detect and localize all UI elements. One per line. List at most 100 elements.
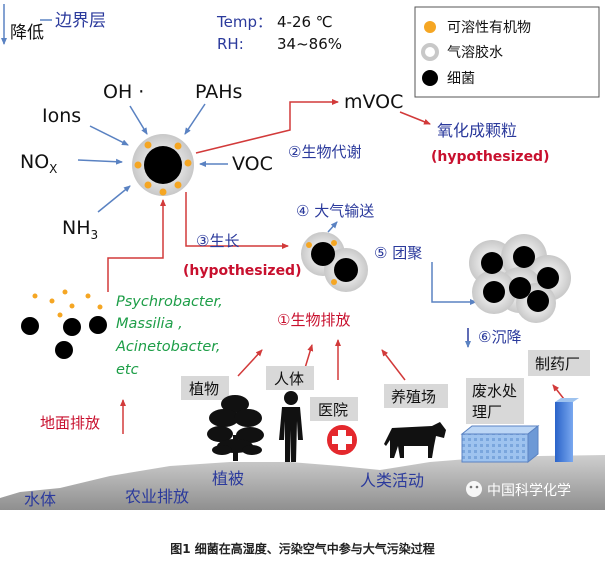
pahs-label: PAHs [195,81,242,103]
organic-dot [331,240,337,246]
organic-dot [57,312,63,318]
nh3-arrow [97,185,131,213]
nox-label: NOX [20,151,57,176]
temp-value: 4-26 ℃ [277,13,333,31]
oxidize-arrow [399,111,431,125]
hospital-label: 医院 [318,401,348,419]
mvoc-label: mVOC [344,91,403,113]
transport-label: ④ 大气输送 [296,202,374,220]
cow-icon [384,422,446,458]
bacterium-cell [483,281,505,303]
human-label: 人体 [274,370,304,388]
voc-label: VOC [232,153,273,175]
bacterium-cell [89,316,107,334]
nox-arrow [77,158,123,165]
human-activity-label: 人类活动 [360,471,424,490]
organic-dot [97,304,103,310]
bacterium-cell [527,290,549,312]
hospital-cross-icon [327,425,357,455]
pahs-arrow [184,103,206,135]
species-line: etc [116,362,139,378]
wastewater-label-2: 理厂 [472,403,502,421]
boundary-layer-label: 边界层 [55,11,106,31]
temp-label: Temp： [216,13,272,31]
legend-label-organics: 可溶性有机物 [447,20,531,36]
organic-dot [134,161,142,169]
person-icon [279,391,303,462]
legend: 可溶性有机物 气溶胶水 细菌 [414,6,600,98]
transport-arrow [327,221,338,233]
species-list: Psychrobacter, Massilia , Acinetobacter,… [115,294,223,378]
legend-swatch-bacteria [422,70,438,86]
ions-label: Ions [42,105,81,127]
particle-pair [301,232,368,292]
bacterium-cell [63,318,81,336]
legend-label-bacteria: 细菌 [447,71,475,87]
water-body-label: 水体 [24,490,56,509]
organic-dot [69,303,75,309]
species-line: Acinetobacter, [115,339,221,355]
pharma-box [528,350,590,376]
ground-surface [0,455,605,510]
legend-swatch-aerosol-water [421,43,439,61]
agriculture-label: 农业排放 [125,487,189,506]
aggregation-arrow [431,262,477,305]
farm-box [384,384,448,408]
organic-dot [174,181,182,189]
dispersed-bacteria [21,289,107,359]
vegetation-label: 植被 [212,469,244,488]
uplift-arrow [107,199,166,292]
organic-dot [144,181,152,189]
plants-label: 植物 [189,380,219,398]
bio-emission-label: ①生物排放 [277,311,350,329]
rh-value: 34~86% [277,35,342,53]
organic-dot [62,289,68,295]
organic-dot [49,298,55,304]
ions-arrow [89,125,129,146]
emission-arrow [304,344,314,369]
bacterium-cell [509,277,531,299]
emission-arrow [237,349,263,377]
nh3-label: NH3 [62,217,98,242]
organic-dot [174,142,182,150]
reduce-label: 降低 [10,23,44,43]
species-line: Massilia , [116,316,183,332]
organic-dot [144,141,152,149]
watermark-text: 中国科学化学 [487,483,571,499]
hospital-box [310,397,358,421]
wechat-icon [466,481,482,497]
rh-label: RH: [217,35,244,53]
emission-arrow [381,349,406,381]
organic-dot [85,293,91,299]
metabolism-label: ②生物代谢 [288,143,361,161]
hypothesized-label-1: (hypothesized) [431,149,549,165]
wastewater-label-1: 废水处 [472,382,517,400]
mvoc-arrow [195,99,339,154]
bacterium-cell [481,252,503,274]
legend-swatch-organics [424,21,436,33]
legend-label-aerosol-water: 气溶胶水 [447,44,503,61]
bacterium-cell [513,246,535,268]
watermark: 中国科学化学 [466,481,571,499]
bacterium-cell [334,258,358,282]
organic-dot [159,188,167,196]
bacterium-cell [311,242,335,266]
oh-arrow [129,105,148,135]
organic-dot [331,279,337,285]
plants-box [181,376,229,400]
particle-cluster [469,234,571,323]
factory-tower-icon [555,398,579,462]
bacterium-cell [55,341,73,359]
hypothesized-label-2: (hypothesized) [183,263,301,279]
growth-label: ③生长 [196,232,239,250]
species-line: Psychrobacter, [116,294,223,310]
wastewater-box [466,378,524,424]
ground-emission-label: 地面排放 [40,414,100,432]
bacterium-cell [21,317,39,335]
farm-label: 养殖场 [391,388,436,406]
organic-dot [32,293,38,299]
aggregation-label: ⑤ 团聚 [374,244,422,262]
growth-arrow [185,192,289,249]
bacterium-cell [144,146,182,184]
